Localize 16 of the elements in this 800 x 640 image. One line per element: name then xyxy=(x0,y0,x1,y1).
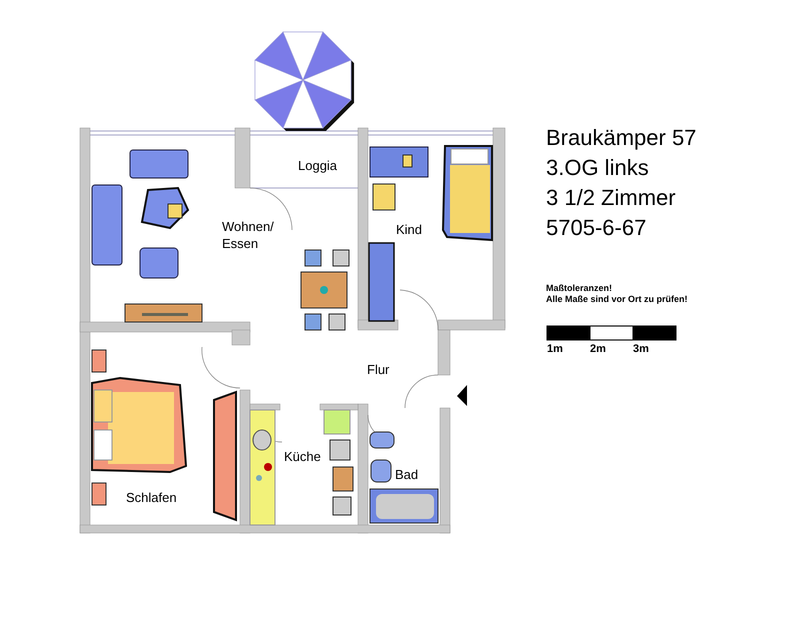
room-label: Kind xyxy=(396,221,424,238)
room-label: Loggia xyxy=(298,157,338,174)
title-line: 3 1/2 Zimmer xyxy=(546,184,676,212)
room-label: Flur xyxy=(367,361,390,378)
scale-label: 2m xyxy=(590,343,606,356)
title-line: Braukämper 57 xyxy=(546,124,696,152)
room-label: Küche xyxy=(284,448,322,465)
note-text: Maßtoleranzen! xyxy=(546,283,612,294)
title-line: 5705-6-67 xyxy=(546,214,646,242)
scale-label: 1m xyxy=(547,343,563,356)
scale-label: 3m xyxy=(633,343,649,356)
room-label: Schlafen xyxy=(126,489,178,506)
room-label: Bad xyxy=(395,466,420,483)
room-label: Wohnen/ Essen xyxy=(222,218,275,252)
title-line: 3.OG links xyxy=(546,154,649,182)
note-text: Alle Maße sind vor Ort zu prüfen! xyxy=(546,294,688,305)
